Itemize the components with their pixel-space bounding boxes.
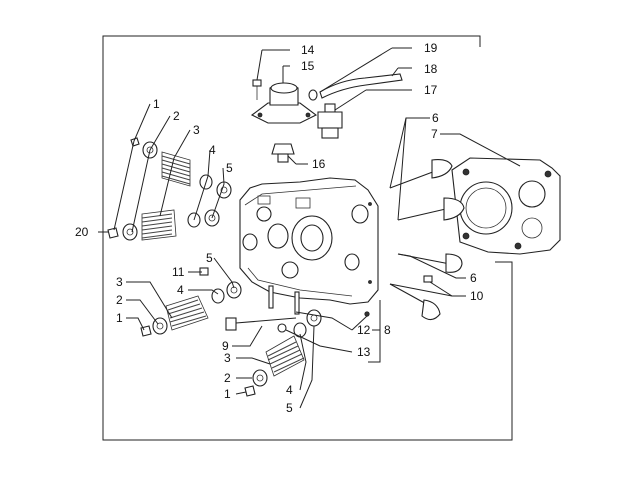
callout-1-top: 1 [153, 97, 160, 111]
callout-19: 19 [424, 41, 438, 55]
callout-3-lower: 3 [224, 351, 231, 365]
head-gasket-part [451, 157, 561, 255]
callout-4-left: 4 [177, 283, 184, 297]
callout-8: 8 [384, 323, 391, 337]
callout-5-top: 5 [226, 161, 233, 175]
callout-13: 13 [357, 345, 371, 359]
callout-1-lower: 1 [224, 387, 231, 401]
callout-labels: 14 15 19 18 17 16 6 7 1 2 3 4 5 20 5 11 … [75, 41, 484, 415]
temperature-sensor-part [317, 103, 343, 139]
callout-3-top: 3 [193, 123, 200, 137]
fitting-part [271, 143, 295, 163]
valve-spring-part [141, 209, 177, 241]
o-ring-part [277, 323, 287, 333]
valve-part [389, 283, 441, 321]
leader-lines [98, 47, 521, 409]
valve-spring-part [161, 151, 191, 187]
callout-20: 20 [75, 225, 89, 239]
callout-15: 15 [301, 59, 315, 73]
valve-seal-part [423, 275, 433, 283]
thermostat-housing-part [250, 82, 318, 124]
callout-10: 10 [470, 289, 484, 303]
stud-bolts-part [268, 285, 300, 315]
spring-cap-part [122, 223, 138, 241]
callout-18: 18 [424, 62, 438, 76]
callout-3-left: 3 [116, 275, 123, 289]
intake-valve-part [389, 159, 453, 189]
valve-cotter-part [107, 227, 119, 239]
callout-17: 17 [424, 83, 438, 97]
callout-11: 11 [172, 265, 185, 279]
callout-6-top: 6 [432, 111, 439, 125]
bolt-part [225, 317, 297, 331]
callout-7: 7 [431, 127, 438, 141]
valve-spring-part [265, 335, 305, 377]
dowel-part [364, 311, 370, 317]
callout-16: 16 [312, 157, 326, 171]
callout-1-left: 1 [116, 311, 123, 325]
callout-6-lower: 6 [470, 271, 477, 285]
exhaust-valve-part [397, 197, 465, 221]
cylinder-head-part [239, 177, 379, 305]
valve-stem-seal-part [226, 281, 242, 299]
callout-2-top: 2 [173, 109, 180, 123]
callout-5-lower: 5 [286, 401, 293, 415]
spring-cap-part [252, 369, 268, 387]
callout-14: 14 [301, 43, 315, 57]
callout-4-lower: 4 [286, 383, 293, 397]
callout-9: 9 [222, 339, 229, 353]
valve-cotter-part [244, 385, 256, 397]
callout-5-left: 5 [206, 251, 213, 265]
valve-spring-part [165, 295, 209, 331]
valve-stem-seal-part [306, 309, 322, 327]
callout-4-top: 4 [209, 143, 216, 157]
callout-2-left: 2 [116, 293, 123, 307]
screw-part [252, 79, 262, 100]
diagram-frame [102, 35, 513, 441]
coolant-hose-part [308, 73, 403, 101]
callout-2-lower: 2 [224, 371, 231, 385]
callout-12: 12 [357, 323, 371, 337]
valve-part [397, 253, 463, 273]
